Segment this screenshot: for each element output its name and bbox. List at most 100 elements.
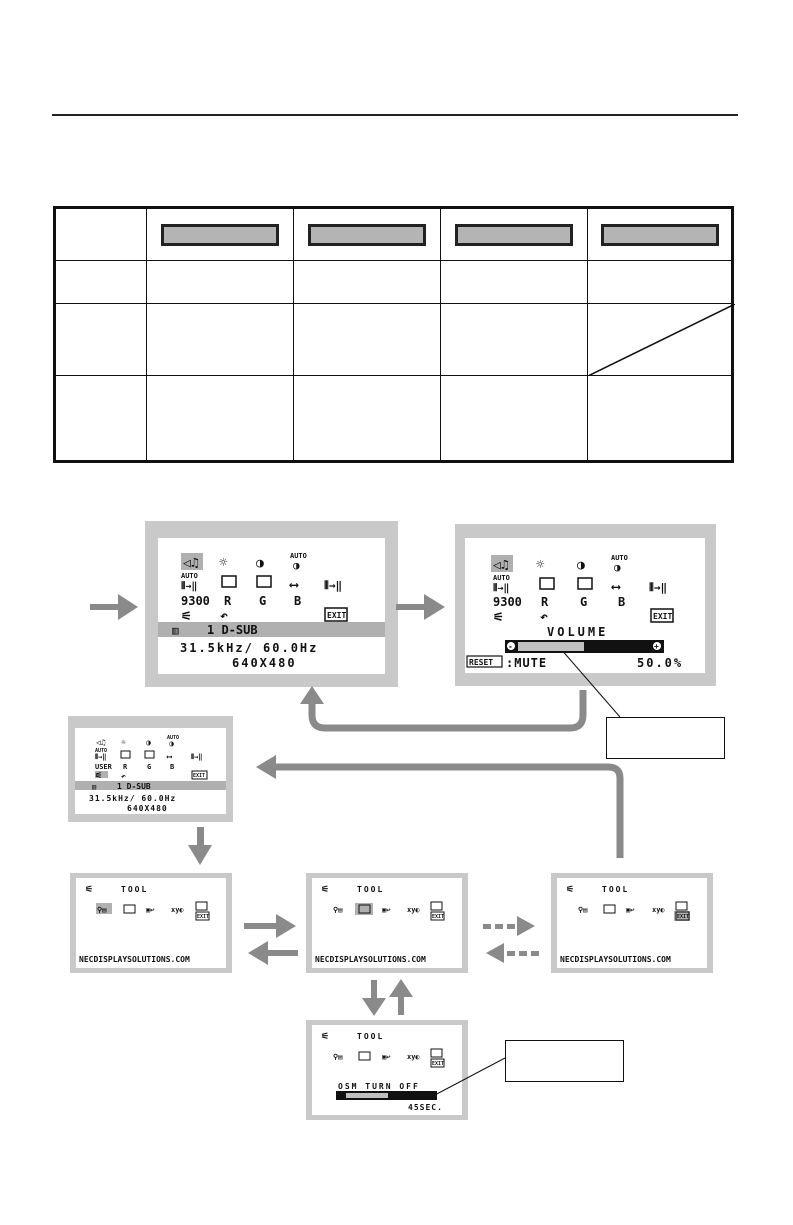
h-size-icon: ⟷ — [611, 580, 621, 595]
svg-text:NECDISPLAYSOLUTIONS.COM: NECDISPLAYSOLUTIONS.COM — [560, 955, 671, 964]
svg-text:EXIT: EXIT — [432, 914, 444, 920]
volume-value: 50.0% — [637, 656, 683, 670]
frequency-label: 31.5kHz/ 60.0Hz — [180, 641, 318, 655]
svg-text:xy◐: xy◐ — [171, 906, 184, 914]
svg-text:EXIT: EXIT — [432, 1061, 444, 1067]
tool2-to-osm-arrow — [362, 980, 386, 1016]
fine-icon: ⦀→‖ — [649, 581, 667, 594]
resolution-label: 640X480 — [232, 656, 297, 670]
tool-icon: ⚟ — [95, 771, 102, 780]
osm-bar-fill — [346, 1093, 388, 1098]
contrast-icon: ◑ — [146, 738, 151, 747]
red-label: R — [224, 594, 232, 608]
svg-text:▣↩: ▣↩ — [626, 906, 634, 914]
osd-tool-screen-1 — [76, 878, 226, 968]
svg-text:640X480: 640X480 — [127, 804, 168, 813]
svg-text:◑: ◑ — [169, 739, 174, 748]
h-size-icon: ⟷ — [289, 578, 299, 593]
entry-arrow — [90, 594, 138, 620]
osd-volume-content: ◁♫ ☼ ◑ AUTO ◑ AUTO ⦀→‖ ⟷ ⦀→‖ 9300 R G B … — [466, 554, 683, 670]
contrast-icon: ◑ — [577, 558, 585, 573]
svg-text:9300: 9300 — [493, 595, 522, 609]
reset-key-label — [466, 655, 503, 668]
table-cell-diagonal — [587, 303, 735, 376]
osd-tool-screen-2 — [312, 878, 462, 968]
brightness-icon: ☼ — [219, 555, 228, 571]
svg-text:⟷: ⟷ — [166, 752, 173, 761]
main-to-volume-arrow — [396, 594, 445, 620]
svg-text:G: G — [580, 595, 587, 609]
auto-adjust-icon: ⦀→‖ — [493, 583, 509, 594]
control-key-1 — [161, 223, 279, 246]
svg-text:TOOL: TOOL — [357, 885, 384, 894]
h-position-icon — [539, 577, 555, 590]
table-cell — [146, 303, 294, 376]
svg-text:B: B — [618, 595, 625, 609]
callout-box-volume — [606, 717, 725, 759]
svg-text:EXIT: EXIT — [197, 914, 209, 920]
svg-text:AUTO: AUTO — [95, 748, 107, 754]
table-cell — [440, 375, 588, 462]
svg-text:B: B — [170, 763, 174, 771]
callout-leader-volume — [559, 647, 621, 718]
reset-icon: ↶ — [220, 609, 228, 624]
menu-to-tool-arrow — [188, 827, 212, 865]
tool1-to-tool2-arrow — [244, 914, 296, 938]
table-row-label — [54, 375, 147, 462]
fine-icon: ⦀→‖ — [324, 579, 342, 592]
svg-text:AUTO: AUTO — [167, 735, 179, 741]
control-key-2 — [308, 223, 426, 246]
table-row-label — [54, 303, 147, 376]
header-rule — [52, 114, 738, 116]
diagonal-slash — [588, 304, 735, 376]
svg-text:⦀→‖: ⦀→‖ — [191, 753, 203, 762]
svg-text:-: - — [508, 642, 513, 651]
svg-text:R: R — [541, 595, 549, 609]
minus-icon — [507, 642, 515, 650]
exit-icon — [324, 607, 348, 622]
reset-icon: ↶ — [540, 610, 548, 625]
svg-text:⦀→‖: ⦀→‖ — [95, 753, 107, 762]
table-cell — [587, 375, 733, 462]
tool2-to-tool1-arrow — [248, 941, 298, 965]
svg-text:⚟: ⚟ — [566, 885, 574, 895]
tool-return-arrow — [256, 755, 624, 858]
table-cell — [146, 260, 294, 304]
osd-main-menu-content: ◁♫ ☼ ◑ AUTO ◑ AUTO ⦀→‖ ⟷ ⦀→‖ 9300 R G B … — [158, 552, 385, 670]
svg-text:AUTO: AUTO — [611, 554, 628, 562]
svg-text:TOOL: TOOL — [357, 1032, 384, 1041]
vga-connector-icon: ▥ — [172, 624, 179, 637]
volume-icon: ◁♫ — [96, 738, 106, 747]
user-label: USER — [95, 763, 113, 771]
volume-icon: ◁♫ — [183, 556, 199, 571]
table-row-label — [54, 260, 147, 304]
svg-text:▥: ▥ — [92, 783, 97, 791]
table-cell — [293, 303, 441, 376]
osd-tool-content-2: ⚟ TOOL ⚲▤ ▣↩ xy◐ EXIT NECDISPLAYSOLUTION… — [315, 885, 445, 964]
svg-text:EXIT: EXIT — [653, 612, 672, 621]
svg-text:NECDISPLAYSOLUTIONS.COM: NECDISPLAYSOLUTIONS.COM — [315, 955, 426, 964]
svg-text:▣↩: ▣↩ — [382, 1053, 390, 1061]
brightness-icon: ☼ — [121, 738, 126, 747]
website-label: NECDISPLAYSOLUTIONS.COM — [79, 955, 190, 964]
control-key-4 — [600, 223, 719, 246]
auto-label: AUTO — [290, 552, 307, 560]
brightness-icon: ☼ — [536, 557, 545, 573]
svg-text:⚟: ⚟ — [85, 885, 93, 895]
v-position-icon — [256, 575, 272, 588]
auto-label: AUTO — [181, 572, 198, 580]
table-header-cell-3 — [440, 207, 588, 261]
svg-text:EXIT: EXIT — [677, 914, 689, 920]
svg-text:⚲▤: ⚲▤ — [333, 1053, 342, 1061]
svg-text:EXIT: EXIT — [193, 773, 205, 779]
tool-icon: ⚟ — [493, 610, 504, 624]
input-highlight-bar — [158, 622, 385, 637]
auto-adjust-icon: ⦀→‖ — [181, 581, 197, 592]
tool3-to-tool2-dashed-arrow — [486, 943, 539, 963]
table-cell — [146, 375, 294, 462]
osm-to-tool2-arrow — [389, 979, 413, 1015]
volume-icon: ◁♫ — [493, 558, 509, 573]
key-function-table — [53, 206, 735, 463]
plus-icon — [653, 642, 661, 650]
